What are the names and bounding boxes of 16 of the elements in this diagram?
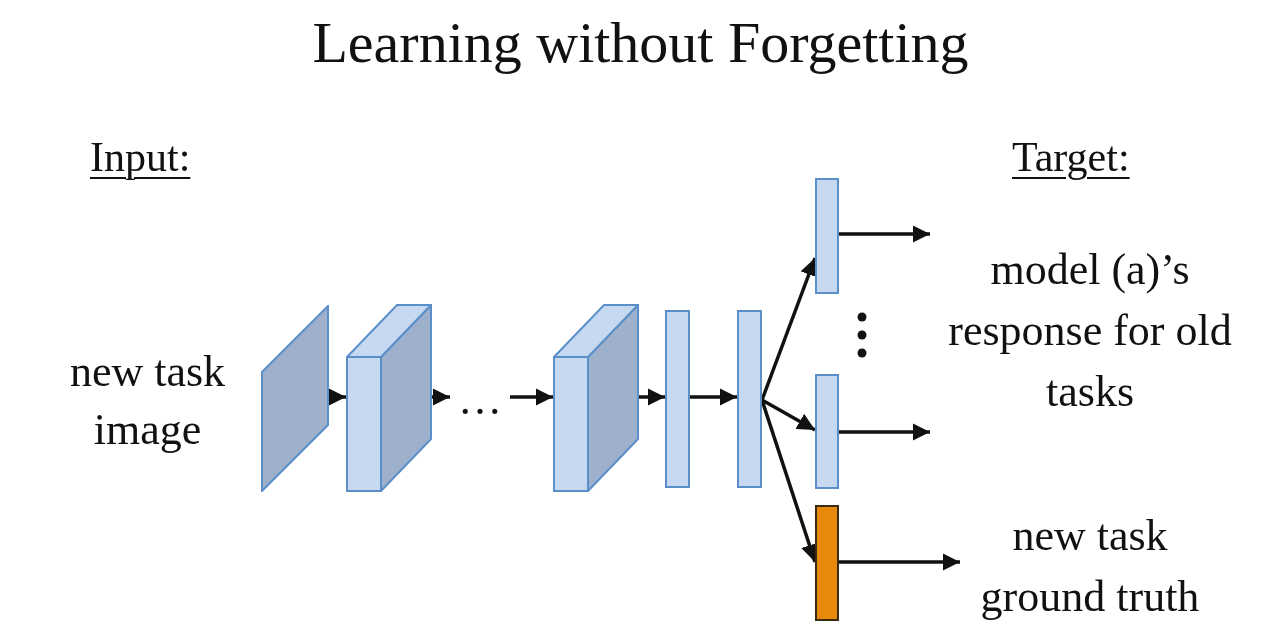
diagram-title: Learning without Forgetting <box>311 9 970 77</box>
arrow <box>432 388 450 406</box>
target-text: model (a)’s response for old tasks <box>947 243 1233 418</box>
arrow <box>690 388 737 406</box>
arrow <box>839 423 930 441</box>
arrow <box>328 388 346 406</box>
arrow <box>761 398 816 432</box>
input-caption: new task image <box>68 346 227 456</box>
target-text: new task ground truth <box>979 510 1201 623</box>
arrow <box>839 553 960 571</box>
arrow <box>639 388 665 406</box>
column-heading: Input: <box>90 133 191 182</box>
column-heading: Target: <box>1012 133 1130 182</box>
arrow <box>510 388 553 406</box>
arrow <box>839 225 930 243</box>
ellipsis-text: … <box>458 373 502 426</box>
